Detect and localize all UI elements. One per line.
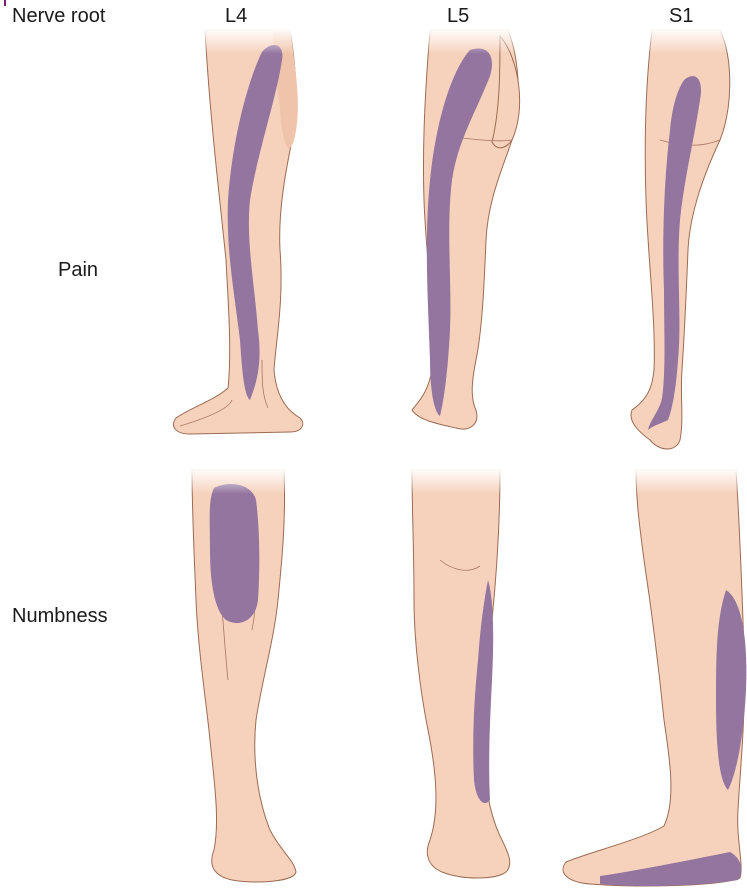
leg-l4-numbness: [182, 468, 296, 882]
leg-s1-numbness: [563, 468, 746, 886]
leg-l5-numbness: [402, 468, 512, 878]
leg-l5-pain: [412, 28, 520, 429]
leg-s1-pain: [631, 28, 742, 449]
leg-l4-pain: [174, 28, 305, 434]
